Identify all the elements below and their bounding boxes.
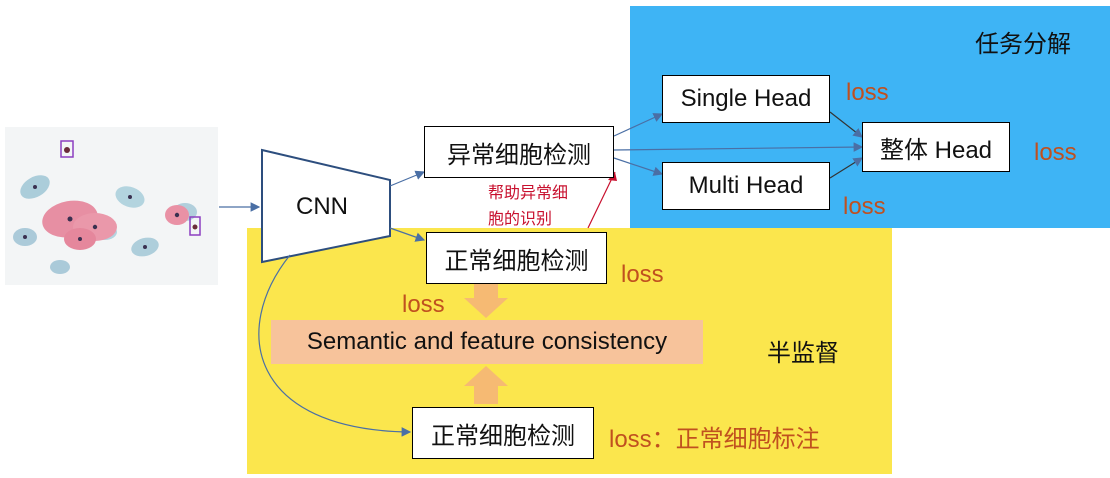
connector-cnn-to-normal bbox=[389, 227, 426, 242]
task-decomposition-title: 任务分解 bbox=[975, 30, 1071, 58]
normal-cell-detection-box: 正常细胞检测 bbox=[426, 232, 607, 284]
connector-abnormal-to-single bbox=[613, 113, 664, 137]
whole-head-box: 整体 Head bbox=[862, 122, 1010, 172]
connector-abnormal-to-whole bbox=[613, 142, 864, 152]
abnormal-cell-detection-box: 异常细胞检测 bbox=[424, 126, 614, 178]
connector-abnormal-to-multi bbox=[613, 157, 664, 176]
block-arrow-up bbox=[464, 366, 508, 404]
connector-cnn-to-normal-bottom bbox=[258, 254, 412, 437]
connector-single-to-whole bbox=[829, 111, 863, 138]
multi-head-box: Multi Head bbox=[662, 162, 830, 210]
block-arrow-down bbox=[464, 282, 508, 318]
single-head-box: Single Head bbox=[662, 75, 830, 123]
loss-normal-detection: loss bbox=[621, 261, 664, 288]
loss-consistency: loss bbox=[402, 291, 445, 318]
normal-cell-detection-box-bottom: 正常细胞检测 bbox=[412, 407, 594, 459]
cell-image-thumbnail bbox=[5, 127, 218, 285]
annotation-arrow bbox=[587, 171, 616, 229]
semi-supervised-title: 半监督 bbox=[767, 339, 839, 367]
semantic-feature-consistency: Semantic and feature consistency bbox=[271, 320, 703, 364]
loss-normal-annotation: loss：正常细胞标注 bbox=[609, 426, 820, 453]
loss-whole-head: loss bbox=[1034, 139, 1077, 166]
loss-multi-head: loss bbox=[843, 193, 886, 220]
annotation-line-2: 胞的识别 bbox=[488, 209, 553, 228]
cnn-label: CNN bbox=[296, 193, 348, 220]
annotation-line-1: 帮助异常细 bbox=[488, 183, 569, 202]
connector-cnn-to-abnormal bbox=[389, 170, 426, 187]
connector-multi-to-whole bbox=[829, 157, 864, 179]
cnn-block-shape bbox=[261, 148, 391, 264]
loss-single-head: loss bbox=[846, 79, 889, 106]
